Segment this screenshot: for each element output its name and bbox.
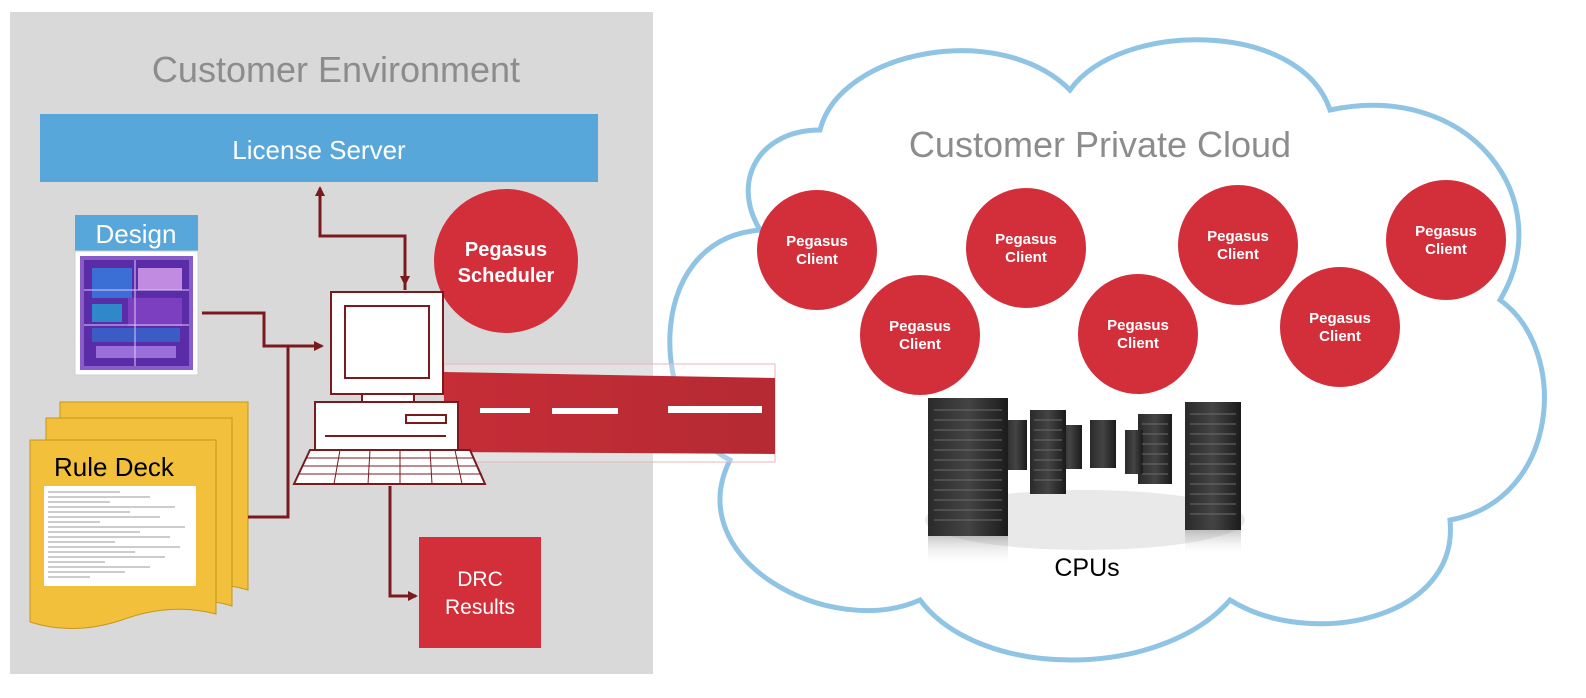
client-4-line1: Pegasus [1107, 317, 1169, 334]
client-7-line1: Pegasus [1415, 223, 1477, 240]
workstation-to-drc-arrow [388, 486, 418, 601]
license-server-label: License Server [232, 135, 406, 165]
rule-deck-stack: Rule Deck [29, 401, 249, 629]
design-block: Design [74, 215, 199, 376]
client-3-line2: Client [1005, 249, 1047, 266]
client-6-line1: Pegasus [1309, 310, 1371, 327]
drc-line2: Results [445, 596, 515, 619]
scheduler-line2: Scheduler [458, 265, 555, 287]
design-header [75, 215, 198, 251]
pegasus-client-circle [1178, 185, 1298, 305]
rule-deck-text-preview [44, 486, 196, 586]
client-4-line2: Client [1117, 335, 1159, 352]
drc-results-box [419, 537, 541, 648]
client-1-line2: Client [796, 251, 838, 268]
pegasus-client-circle [1386, 180, 1506, 300]
client-2-line2: Client [899, 336, 941, 353]
client-6-line2: Client [1319, 328, 1361, 345]
pegasus-scheduler-circle [434, 189, 578, 333]
client-5-line2: Client [1217, 246, 1259, 263]
ruledeck-to-workstation-line [248, 346, 290, 519]
scheduler-line1: Pegasus [465, 239, 547, 261]
rule-deck-label: Rule Deck [54, 452, 175, 482]
license-server-bar [40, 114, 598, 182]
pegasus-client-circle [966, 188, 1086, 308]
client-5-line1: Pegasus [1207, 228, 1269, 245]
client-2-line1: Pegasus [889, 318, 951, 335]
cpu-case [314, 401, 459, 451]
drc-line1: DRC [457, 568, 503, 591]
pegasus-client-circle [860, 275, 980, 395]
server-rack [1185, 402, 1241, 530]
connector-arrows [202, 186, 418, 601]
chip-layout-image [80, 256, 193, 370]
pegasus-client-circle [1078, 274, 1198, 394]
server-racks-image [925, 398, 1245, 566]
client-3-line1: Pegasus [995, 231, 1057, 248]
client-7-line2: Client [1425, 241, 1467, 258]
cloud-title: Customer Private Cloud [909, 124, 1291, 165]
highway-connection [443, 363, 776, 463]
environment-title: Customer Environment [152, 49, 520, 90]
design-label: Design [96, 219, 177, 249]
pegasus-clients: Pegasus Client Pegasus Client Pegasus Cl… [757, 180, 1506, 395]
pegasus-client-circle [1280, 267, 1400, 387]
pegasus-client-circle [757, 190, 877, 310]
workstation-computer [292, 291, 487, 485]
client-1-line1: Pegasus [786, 233, 848, 250]
cpus-label: CPUs [1054, 554, 1119, 582]
server-rack [928, 398, 1008, 536]
design-to-workstation-arrow [202, 311, 324, 351]
